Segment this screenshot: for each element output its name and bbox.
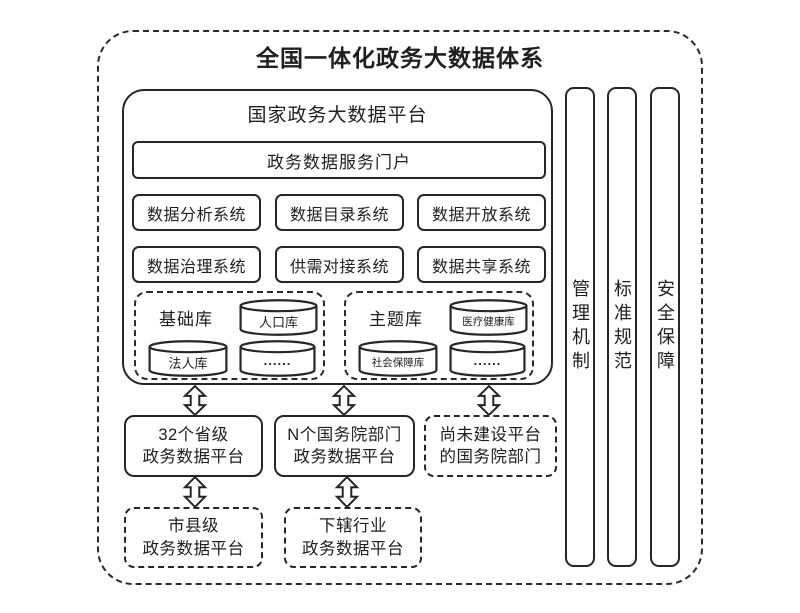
data-service-portal: 政务数据服务门户	[132, 141, 546, 179]
cylinder-label: 人口库	[258, 315, 298, 330]
platform-title: 国家政务大数据平台	[247, 105, 428, 126]
cylinder-label: 社会保障库	[371, 357, 425, 369]
national-platform-box: 国家政务大数据平台 政务数据服务门户 数据分析系统 数据目录系统 数据开放系统 …	[122, 89, 553, 385]
cylinder-ellipsis-theme-db: ......	[449, 340, 526, 377]
city-county-platform-box: 市县级 政务数据平台	[124, 507, 263, 568]
pillar-management-mechanism: 管理机制	[565, 87, 595, 567]
cylinder-shape	[449, 340, 526, 377]
system-data-catalog: 数据目录系统	[275, 194, 404, 231]
pillar-label: 标准规范	[612, 279, 632, 375]
cylinder-legal-entity-db: 法人库	[148, 340, 228, 377]
double-arrow-icon	[182, 476, 208, 508]
double-arrow-platform-statecouncil	[331, 385, 357, 416]
theme-library-box: 主题库 医疗健康库 社会保障库	[344, 291, 534, 380]
cylinder-medical-health-db: 医疗健康库	[449, 299, 528, 336]
pillar-security-assurance: 安全保障	[650, 87, 680, 567]
double-arrow-icon	[334, 476, 360, 508]
state-council-platform-box: N个国务院部门 政务数据平台	[274, 415, 415, 477]
unbuilt-departments-box: 尚未建设平台 的国务院部门	[424, 415, 557, 477]
national-system-container: 全国一体化政务大数据体系 国家政务大数据平台 政务数据服务门户 数据分析系统 数…	[97, 30, 703, 585]
cylinder-shape	[239, 299, 318, 336]
cylinder-shape	[449, 299, 528, 336]
cylinder-social-security-db: 社会保障库	[358, 340, 438, 377]
system-data-analysis: 数据分析系统	[132, 194, 261, 231]
double-arrow-platform-unbuilt	[476, 385, 502, 416]
cylinder-shape	[239, 340, 316, 377]
pillar-label: 安全保障	[655, 279, 675, 375]
double-arrow-platform-provincial	[182, 385, 208, 416]
double-arrow-icon	[331, 385, 357, 416]
cylinder-label: 医疗健康库	[462, 316, 515, 328]
pillar-label: 管理机制	[570, 279, 590, 375]
double-arrow-icon	[182, 385, 208, 416]
theme-library-label: 主题库	[369, 310, 423, 329]
cylinder-ellipsis-base-db: ......	[239, 340, 316, 377]
system-data-open: 数据开放系统	[417, 194, 546, 231]
provincial-platform-box: 32个省级 政务数据平台	[124, 415, 263, 477]
base-library-box: 基础库 人口库 法人库	[134, 291, 325, 380]
system-data-governance: 数据治理系统	[132, 246, 261, 283]
cylinder-population-db: 人口库	[239, 299, 318, 336]
base-library-label: 基础库	[159, 310, 213, 329]
double-arrow-provincial-citycounty	[182, 476, 208, 508]
double-arrow-statecouncil-industry	[334, 476, 360, 508]
diagram-title: 全国一体化政务大数据体系	[256, 45, 544, 71]
pillar-standards-norms: 标准规范	[607, 87, 637, 567]
cylinder-shape	[148, 340, 228, 377]
system-supply-demand: 供需对接系统	[275, 246, 404, 283]
cylinder-shape	[358, 340, 438, 377]
double-arrow-icon	[476, 385, 502, 416]
cylinder-label: ......	[473, 353, 502, 368]
cylinder-label: 法人库	[168, 356, 208, 371]
system-data-sharing: 数据共享系统	[417, 246, 546, 283]
cylinder-label: ......	[263, 353, 292, 368]
industry-platform-box: 下辖行业 政务数据平台	[284, 507, 422, 568]
